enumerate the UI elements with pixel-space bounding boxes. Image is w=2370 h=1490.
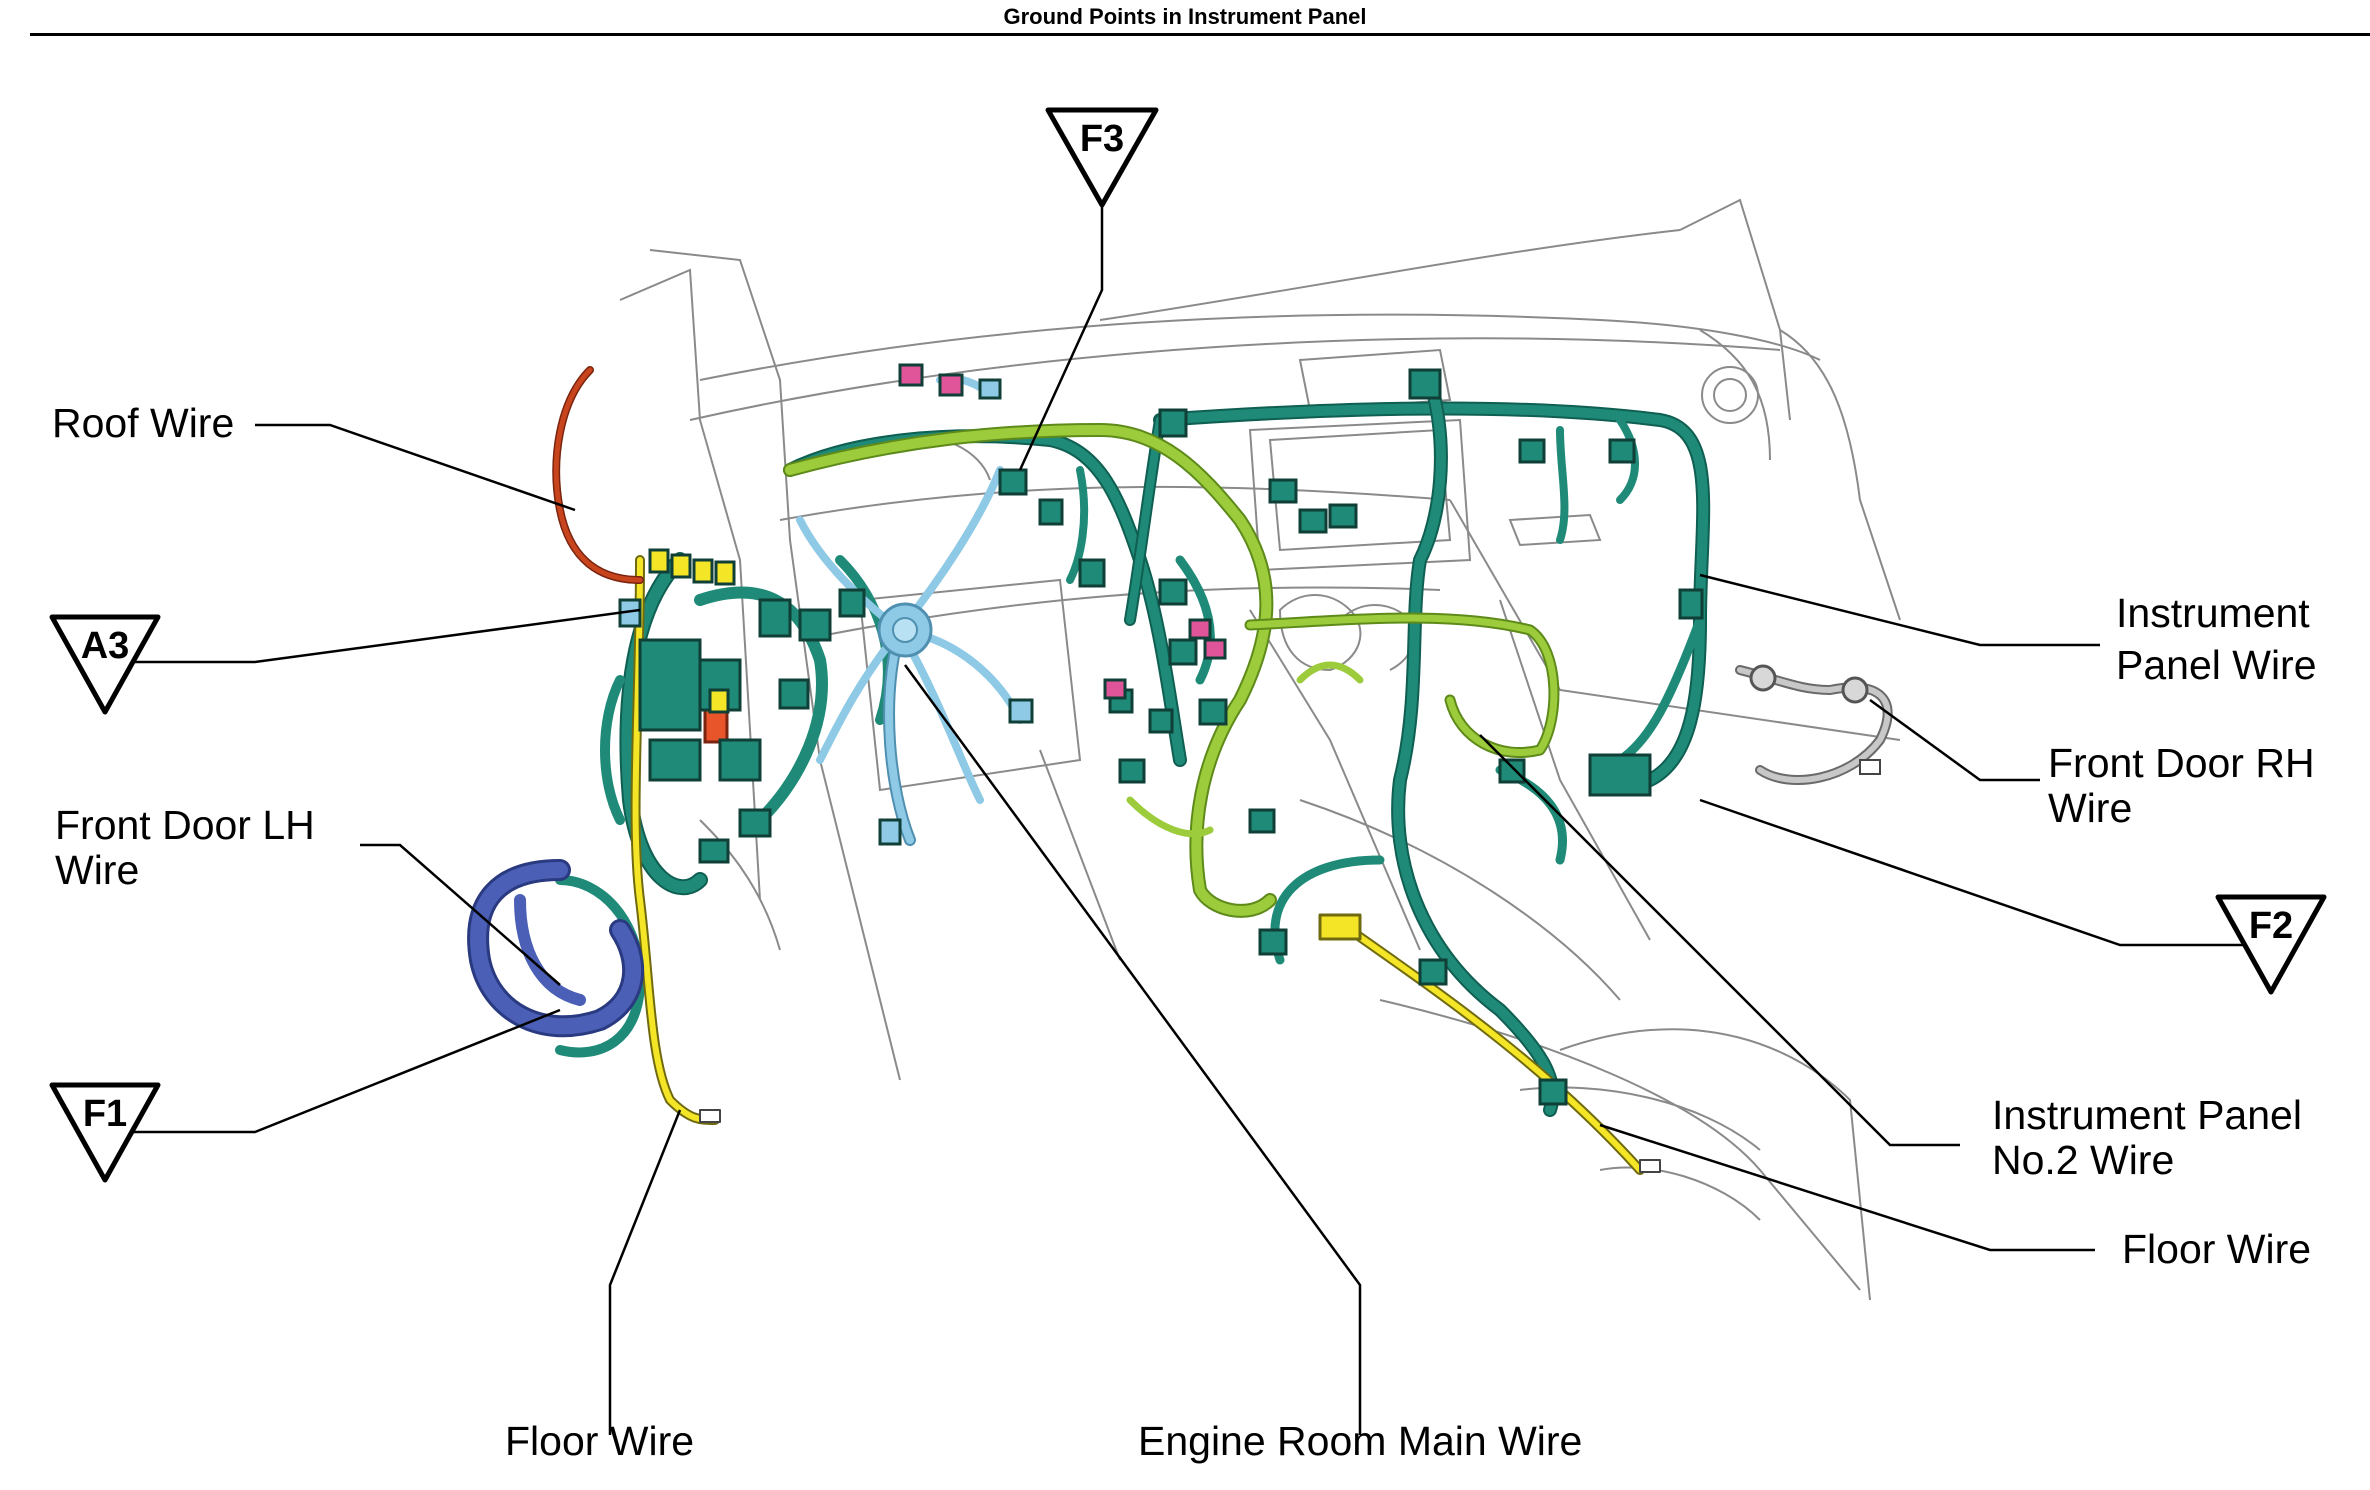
ground-point-a3: A3 xyxy=(49,614,161,715)
ground-point-f3: F3 xyxy=(1045,107,1159,208)
instrument-panel-no2-harness xyxy=(783,423,1560,918)
ground-point-f2-label: F2 xyxy=(2249,905,2293,947)
page-title: Ground Points in Instrument Panel xyxy=(1003,4,1367,29)
ground-point-f1-label: F1 xyxy=(83,1093,127,1135)
leader-lines xyxy=(110,206,2260,1435)
ground-point-f3-label: F3 xyxy=(1080,118,1124,160)
instrument-panel-wire-harness xyxy=(555,373,1711,1117)
label-floor-wire-left: Floor Wire xyxy=(505,1418,695,1464)
label-front-door-rh-line2: Wire xyxy=(2048,785,2133,831)
label-front-door-lh-line1: Front Door LH xyxy=(55,802,315,848)
floor-wire-harness xyxy=(630,555,1661,1175)
label-roof-wire: Roof Wire xyxy=(52,400,235,446)
front-door-lh-wire-harness xyxy=(467,859,644,1038)
ground-point-f1: F1 xyxy=(49,1082,161,1183)
label-front-door-rh-line1: Front Door RH xyxy=(2048,740,2315,786)
roof-wire-harness xyxy=(552,366,729,744)
label-instrument-panel-no2-line2: No.2 Wire xyxy=(1992,1137,2175,1183)
title-rule xyxy=(30,33,2370,36)
label-floor-wire-right: Floor Wire xyxy=(2122,1226,2312,1272)
front-door-rh-wire-harness xyxy=(1735,664,1893,785)
label-front-door-lh-line2: Wire xyxy=(55,847,140,893)
connectors xyxy=(618,363,1704,1106)
label-engine-room-main-wire: Engine Room Main Wire xyxy=(1138,1418,1583,1464)
label-instrument-panel-no2-line1: Instrument Panel xyxy=(1992,1092,2302,1138)
ground-point-a3-label: A3 xyxy=(81,625,130,667)
label-instrument-panel-line1: Instrument xyxy=(2116,590,2310,636)
label-instrument-panel-line2: Panel Wire xyxy=(2116,642,2317,688)
ground-point-f2: F2 xyxy=(2215,894,2327,995)
